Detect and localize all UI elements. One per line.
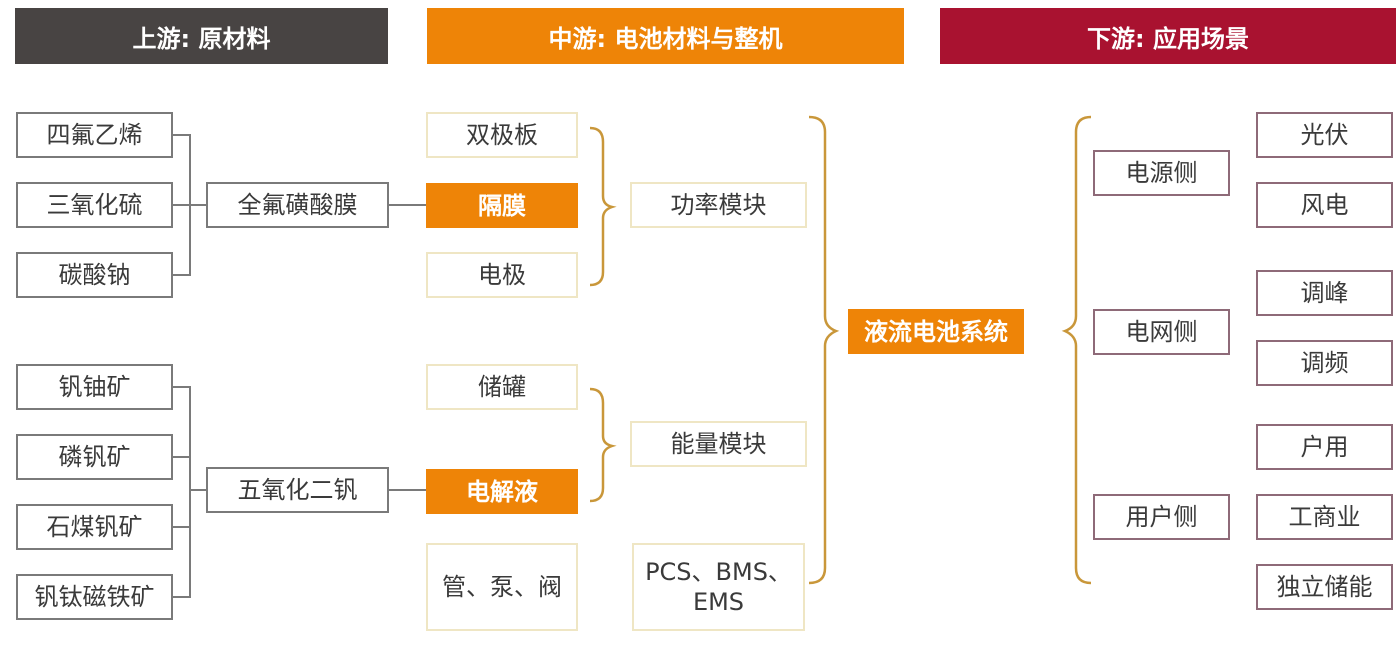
side-box: 用户侧 [1093,494,1230,540]
downstream-bracket [1061,115,1092,585]
scenario-box: 调峰 [1256,270,1393,316]
energy-part-box: 储罐 [426,364,578,410]
scenario-box: 调频 [1256,340,1393,386]
scenario-box: 光伏 [1256,112,1393,158]
ore-box: 石煤钒矿 [16,504,173,550]
scenario-box: 风电 [1256,182,1393,228]
raw-material-box: 碳酸钠 [16,252,173,298]
raw-material-box: 三氧化硫 [16,182,173,228]
power-part-box: 双极板 [426,112,578,158]
vanadium-pentoxide-box: 五氧化二钒 [206,467,389,513]
energy-part-box-highlight: 电解液 [426,469,578,514]
power-module-box: 功率模块 [630,182,807,228]
control-systems-box: PCS、BMS、 EMS [632,543,805,631]
side-box: 电源侧 [1093,150,1230,196]
system-bracket [808,115,840,585]
power-bracket [589,126,617,287]
control-systems-line2: EMS [692,588,745,616]
control-systems-line1: PCS、BMS、 [645,558,792,586]
membrane-product-box: 全氟磺酸膜 [206,182,389,228]
energy-bracket [589,387,617,503]
energy-module-box: 能量模块 [630,421,807,467]
scenario-box: 独立储能 [1256,564,1393,610]
downstream-header: 下游: 应用场景 [940,8,1396,64]
ore-box: 磷钒矿 [16,434,173,480]
brackets [589,115,1092,585]
side-box: 电网侧 [1093,309,1230,355]
power-part-box-highlight: 隔膜 [426,183,578,228]
scenario-box: 户用 [1256,424,1393,470]
group1-connector [172,134,427,276]
scenario-box: 工商业 [1256,494,1393,540]
group2-connector [172,386,427,598]
ore-box: 钒钛磁铁矿 [16,574,173,620]
raw-material-box: 四氟乙烯 [16,112,173,158]
other-parts-box: 管、泵、阀 [426,543,578,631]
flow-battery-system-box: 液流电池系统 [848,309,1024,354]
ore-box: 钒铀矿 [16,364,173,410]
midstream-header: 中游: 电池材料与整机 [427,8,904,64]
upstream-header: 上游: 原材料 [15,8,388,64]
power-part-box: 电极 [426,252,578,298]
